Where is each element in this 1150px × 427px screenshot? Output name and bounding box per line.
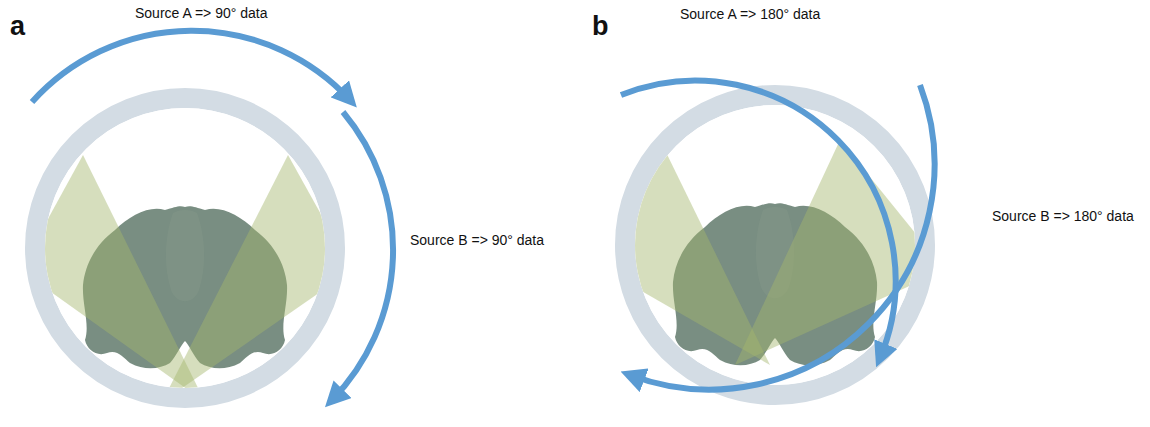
source-label: Source A => 180° data	[680, 6, 820, 22]
panel-letter: b	[592, 12, 609, 40]
source-label: Source B => 90° data	[410, 232, 544, 248]
source-label: Source B => 180° data	[992, 208, 1134, 224]
scanner-a	[20, 31, 393, 402]
scanner-b	[605, 81, 945, 395]
source-label: Source A => 90° data	[135, 5, 267, 21]
panel-letter: a	[10, 12, 25, 40]
